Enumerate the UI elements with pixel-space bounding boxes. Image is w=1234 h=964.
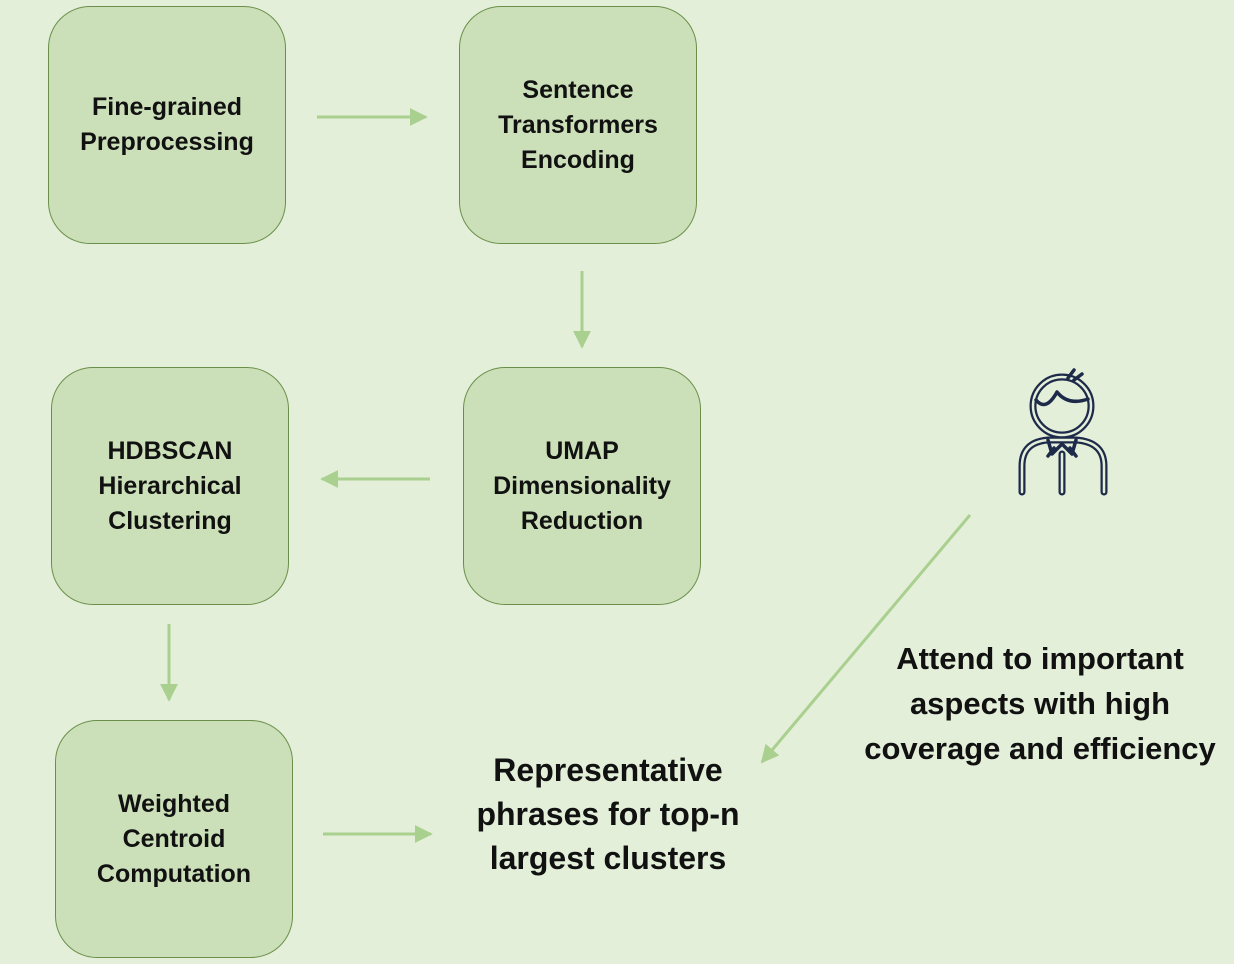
step-sentence-transformers-encoding: Sentence Transformers Encoding (459, 6, 697, 244)
step-label: Sentence Transformers Encoding (498, 75, 658, 174)
output-representative-phrases: Representative phrases for top-n largest… (476, 752, 740, 876)
person-icon (1018, 368, 1108, 496)
step-weighted-centroid-computation: Weighted Centroid Computation (55, 720, 293, 958)
annotation-attend: Attend to important aspects with high co… (864, 641, 1216, 766)
step-label: Fine-grained Preprocessing (80, 93, 254, 156)
step-label: Weighted Centroid Computation (96, 789, 252, 888)
arrow-user-to-output (760, 514, 972, 764)
step-fine-grained-preprocessing: Fine-grained Preprocessing (48, 6, 286, 244)
step-label: UMAP Dimensionality Reduction (493, 436, 671, 535)
step-hdbscan-hierarchical-clustering: HDBSCAN Hierarchical Clustering (51, 367, 289, 605)
step-umap-dimensionality-reduction: UMAP Dimensionality Reduction (463, 367, 701, 605)
step-label: HDBSCAN Hierarchical Clustering (98, 436, 242, 535)
